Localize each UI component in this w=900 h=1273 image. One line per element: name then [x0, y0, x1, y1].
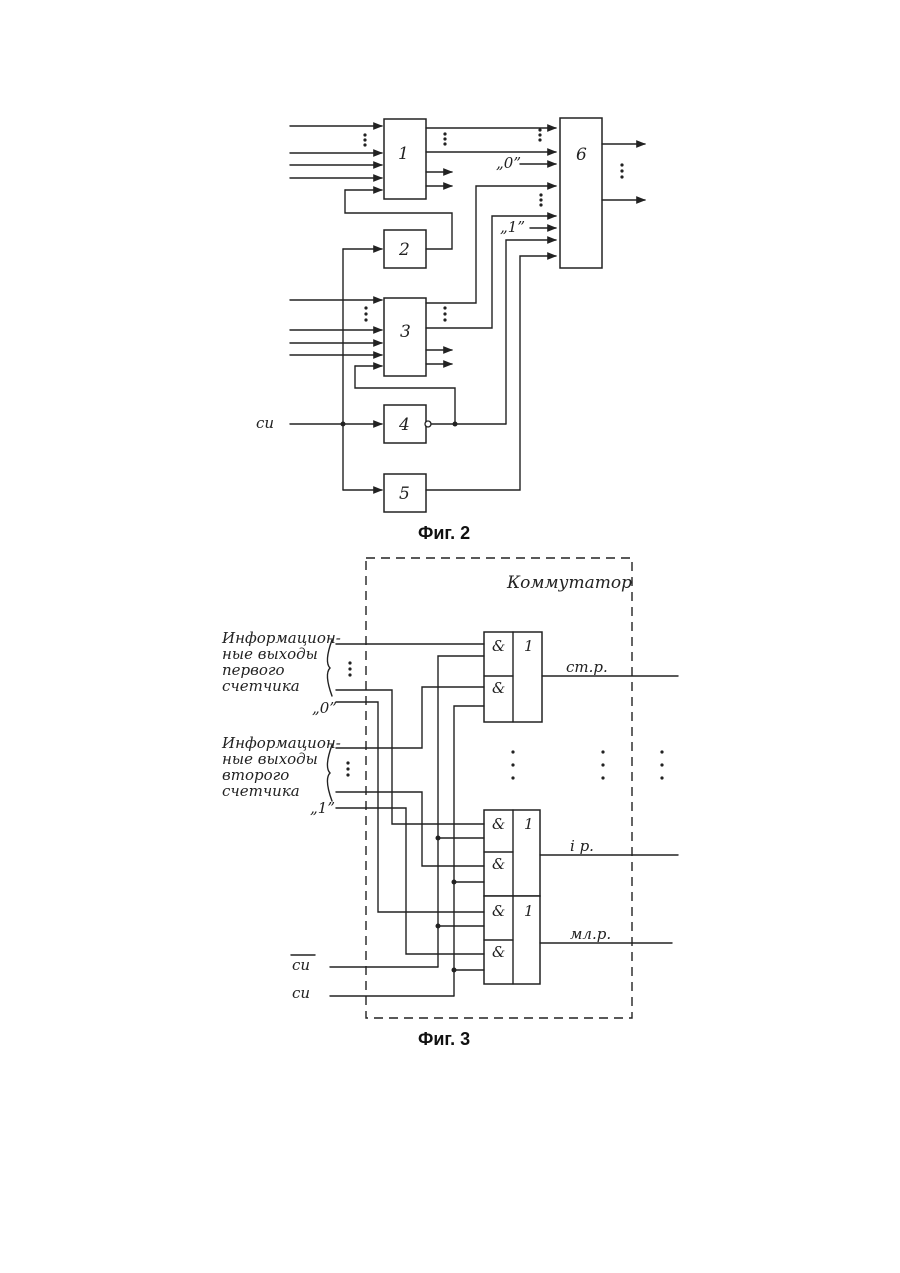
- fig3-diagram: Коммутатор Информацион- ные выходы перво…: [221, 558, 678, 1018]
- block-2-label: 2: [398, 240, 410, 260]
- signal-one-label: „1”: [500, 218, 525, 236]
- ellipsis-icon: [620, 163, 623, 178]
- fig3-signal-one-label: „1”: [310, 799, 335, 817]
- clock-input-label: си: [256, 414, 274, 432]
- brace-icon: [327, 640, 332, 696]
- ellipsis-icon: [443, 128, 541, 145]
- ellipsis-icon: [348, 661, 351, 676]
- ellipsis-icon: [363, 133, 366, 146]
- ellipsis-icon: [346, 761, 349, 776]
- and-gate-symbol: &: [492, 637, 505, 655]
- and-gate-symbol: &: [492, 815, 505, 833]
- figure-3-caption: Фиг. 3: [418, 1029, 470, 1050]
- fig3-signal-zero-label: „0”: [312, 699, 337, 717]
- brace-icon: [327, 745, 332, 801]
- output-low-label: мл.р.: [570, 925, 611, 943]
- output-mid-label: i р.: [570, 837, 594, 855]
- and-gate-symbol: &: [492, 943, 505, 961]
- clock-label: си: [292, 984, 310, 1002]
- clock-inverted-label: си: [292, 956, 310, 974]
- ellipsis-icon: [511, 750, 663, 779]
- and-gate-symbol: &: [492, 855, 505, 873]
- signal-zero-label: „0”: [496, 154, 521, 172]
- block-6: [560, 118, 602, 268]
- block-6-label: 6: [576, 145, 587, 165]
- or-gate-symbol: 1: [524, 902, 534, 920]
- and-gate-symbol: &: [492, 902, 505, 920]
- or-gate-symbol: 1: [524, 815, 534, 833]
- or-gate-symbol: 1: [524, 637, 534, 655]
- input-group-2-line-4: счетчика: [222, 782, 300, 800]
- commutator-title: Коммутатор: [506, 573, 632, 593]
- output-high-label: ст.р.: [566, 658, 608, 676]
- input-group-1-line-4: счетчика: [222, 677, 300, 695]
- block-3-label: 3: [400, 322, 411, 342]
- block-4-label: 4: [398, 415, 410, 435]
- and-gate-symbol: &: [492, 679, 505, 697]
- fig2-diagram: 1 6 „0” „1”: [256, 118, 645, 512]
- figure-2-caption: Фиг. 2: [418, 523, 470, 544]
- block-1-label: 1: [398, 144, 409, 164]
- block-5-label: 5: [399, 484, 410, 504]
- ellipsis-icon: [539, 193, 542, 206]
